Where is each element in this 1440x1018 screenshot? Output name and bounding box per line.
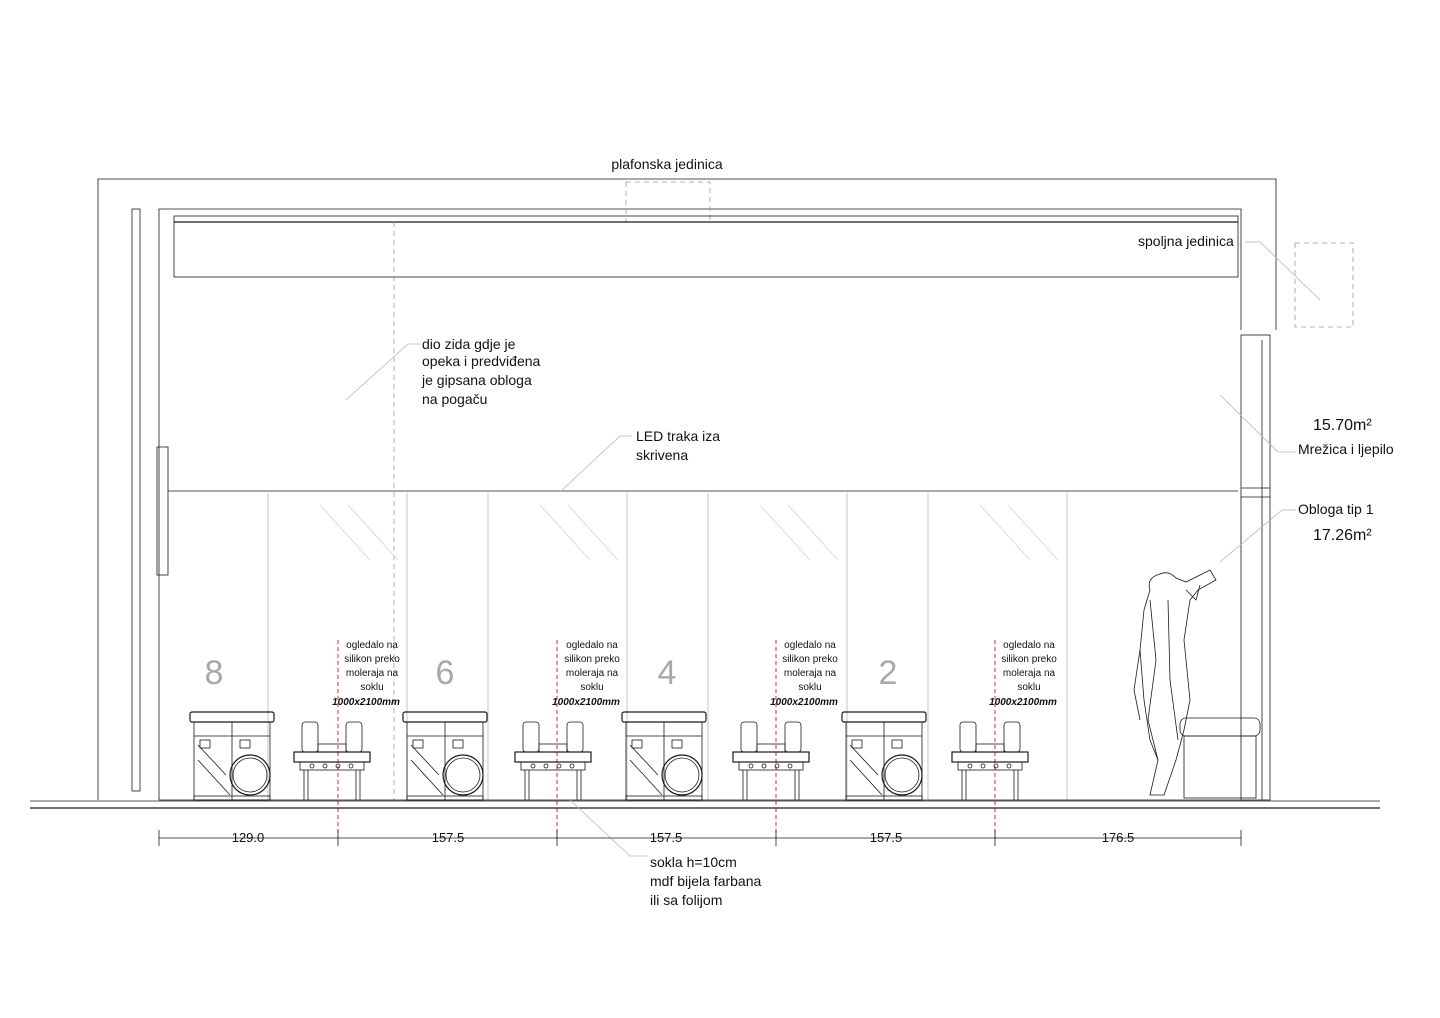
mirror-hatch (319, 504, 371, 561)
furniture (189, 711, 1029, 801)
red-guides (337, 640, 996, 838)
wall-note-line-1: dio zida gdje je (422, 336, 516, 352)
station-numbers: 8 6 4 2 (205, 654, 898, 692)
mirror-note-2-line-3: moleraja na (566, 668, 619, 679)
mirror-hatch (979, 504, 1031, 561)
ceiling-unit-label: plafonska jedinica (611, 156, 723, 172)
wall-outline (97, 178, 1277, 800)
plinth-note-line-2: mdf bijela farbana (650, 873, 762, 889)
mirror-panels (267, 493, 1068, 800)
mirror-note-1-line-1: ogledalo na (346, 640, 398, 651)
plinth-note-line-1: sokla h=10cm (650, 854, 737, 870)
styling-station (621, 711, 707, 801)
mirror-note-1-line-3: moleraja na (346, 668, 399, 679)
plinth-note-line-3: ili sa folijom (650, 892, 722, 908)
area-top: 15.70m² (1313, 417, 1372, 434)
salon-chair (951, 721, 1029, 800)
mirror-hatch (759, 504, 811, 561)
station-number-8: 8 (205, 654, 224, 692)
mirror-note-3-line-2: silikon preko (782, 654, 838, 665)
mesh-note: 15.70m² Mrežica i ljepilo (1219, 394, 1394, 457)
led-strip: LED traka iza skrivena (168, 428, 1238, 493)
mesh-note-label: Mrežica i ljepilo (1298, 441, 1394, 457)
outdoor-unit: spoljna jedinica (1138, 233, 1354, 328)
mirror-note-3-line-3: moleraja na (784, 668, 837, 679)
mirror-note-1-size: 1000x2100mm (332, 697, 400, 708)
mirror-note-3-size: 1000x2100mm (770, 697, 838, 708)
mirror-note-3-line-1: ogledalo na (784, 640, 836, 651)
dimension-4: 157.5 (870, 830, 903, 845)
salon-chair (514, 721, 592, 800)
mirror-note-4-size: 1000x2100mm (989, 697, 1057, 708)
dimension-line: 129.0 157.5 157.5 157.5 176.5 (158, 830, 1242, 846)
mirror-note-4-line-1: ogledalo na (1003, 640, 1055, 651)
station-number-4: 4 (658, 654, 677, 692)
mirror-note-2-size: 1000x2100mm (552, 697, 620, 708)
mirror-note-4-line-2: silikon preko (1001, 654, 1057, 665)
mirror-note-1-line-2: silikon preko (344, 654, 400, 665)
wall-note-line-4: na pogaču (422, 391, 487, 407)
area-bottom: 17.26m² (1313, 527, 1372, 544)
floor (30, 799, 1380, 857)
led-note-line-1: LED traka iza (636, 428, 720, 444)
cladding-note: Obloga tip 1 17.26m² (1219, 501, 1374, 563)
dimension-5: 176.5 (1102, 830, 1135, 845)
dimension-2: 157.5 (432, 830, 465, 845)
mirror-note-3-line-4: soklu (798, 682, 821, 693)
salon-chair (732, 721, 810, 800)
led-note-line-2: skrivena (636, 447, 688, 463)
station-number-2: 2 (879, 654, 898, 692)
right-wall-elements (1240, 334, 1271, 801)
mirror-note-4-line-4: soklu (1017, 682, 1040, 693)
mirror-note-2: ogledalo na silikon preko moleraja na so… (552, 640, 620, 708)
wall-note-line-2: opeka i predviđena (422, 353, 541, 369)
mirror-note-2-line-1: ogledalo na (566, 640, 618, 651)
bench (1179, 717, 1261, 799)
mirror-note-2-line-2: silikon preko (564, 654, 620, 665)
mirror-note-4: ogledalo na silikon preko moleraja na so… (989, 640, 1057, 708)
styling-station (841, 711, 927, 801)
mannequin-figure (1133, 569, 1217, 796)
mirror-hatch (539, 504, 591, 561)
mirror-note-2-line-4: soklu (580, 682, 603, 693)
mirror-note-1-line-4: soklu (360, 682, 383, 693)
wall-note: dio zida gdje je opeka i predviđena je g… (345, 336, 541, 407)
salon-chair (293, 721, 371, 800)
ceiling-soffit (173, 215, 1239, 278)
mirror-note-1: ogledalo na silikon preko moleraja na so… (332, 640, 400, 708)
wall-note-line-3: je gipsana obloga (421, 372, 532, 388)
mirror-hatch (787, 504, 839, 561)
styling-station (402, 711, 488, 801)
ceiling-unit: plafonska jedinica (611, 156, 723, 223)
styling-station (189, 711, 275, 801)
dimension-3: 157.5 (650, 830, 683, 845)
dimension-1: 129.0 (232, 830, 265, 845)
mirror-hatch (567, 504, 619, 561)
plinth-note: sokla h=10cm mdf bijela farbana ili sa f… (650, 854, 762, 908)
mirror-hatch (1007, 504, 1059, 561)
mirror-note-3: ogledalo na silikon preko moleraja na so… (770, 640, 838, 708)
station-number-6: 6 (436, 654, 455, 692)
mirror-hatch (347, 504, 399, 561)
outdoor-unit-label: spoljna jedinica (1138, 233, 1234, 249)
cladding-type-label: Obloga tip 1 (1298, 501, 1374, 517)
mirror-note-4-line-3: moleraja na (1003, 668, 1056, 679)
